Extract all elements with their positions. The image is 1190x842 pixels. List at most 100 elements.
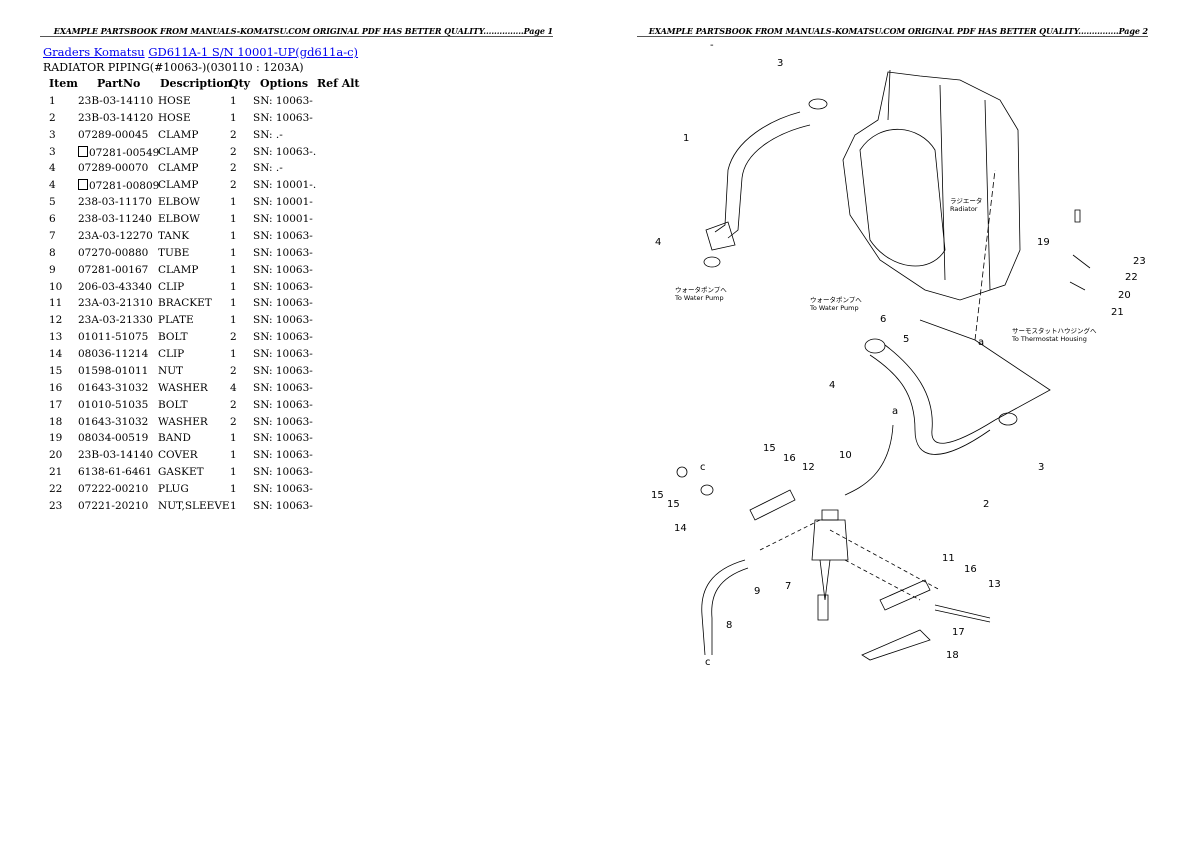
cell-opt: SN: 10063- — [253, 432, 313, 445]
cell-opt: SN: 10063- — [253, 398, 313, 411]
page-1-header: EXAMPLE PARTSBOOK FROM MANUALS-KOMATSU.C… — [40, 26, 553, 37]
cell-part: 08036-11214 — [78, 348, 149, 361]
cell-part: 01011-51075 — [78, 331, 149, 344]
cell-part: 6138-61-6461 — [78, 466, 152, 479]
cell-desc: NUT — [158, 364, 184, 377]
cell-qty: 2 — [230, 162, 237, 175]
callout-label: c — [705, 657, 711, 668]
cell-desc: GASKET — [158, 466, 204, 479]
cell-desc: BOLT — [158, 398, 188, 411]
cell-desc: BRACKET — [158, 297, 212, 310]
cell-part: 238-03-11240 — [78, 213, 152, 226]
cell-opt: SN: 10001-. — [253, 179, 317, 192]
cell-opt: SN: .- — [253, 128, 283, 141]
cell-qty: 1 — [230, 483, 237, 495]
cell-qty: 1 — [230, 466, 237, 479]
callout-label: 23 — [1133, 256, 1146, 267]
cell-item: 4 — [49, 162, 56, 175]
cell-opt: SN: 10063- — [253, 111, 313, 124]
column-header: PartNo — [97, 77, 141, 90]
cell-opt: SN: 10063- — [253, 95, 313, 107]
cell-part: 07289-00070 — [78, 162, 149, 175]
cell-desc: BOLT — [158, 331, 188, 344]
callout-label: 18 — [946, 650, 959, 661]
cell-part: 23A-03-21330 — [78, 314, 153, 327]
cell-desc: COVER — [158, 449, 198, 462]
cell-item: 11 — [49, 297, 63, 310]
cell-opt: SN: 10063- — [253, 297, 313, 310]
radiator-shape — [842, 71, 1021, 301]
cell-desc: PLATE — [158, 314, 194, 327]
column-header: Item — [49, 77, 78, 90]
cell-part: 01598-01011 — [78, 364, 149, 377]
cell-desc: CLIP — [158, 348, 185, 361]
cell-desc: HOSE — [158, 111, 191, 124]
cell-opt: SN: 10063- — [253, 280, 313, 293]
callout-label: 6 — [880, 314, 886, 325]
cell-desc: CLAMP — [158, 128, 199, 141]
cell-part: 07222-00210 — [78, 483, 149, 495]
cell-opt: SN: .- — [253, 162, 283, 175]
cell-opt: SN: 10063- — [253, 331, 313, 344]
cell-qty: 2 — [230, 415, 237, 428]
cell-desc: CLIP — [158, 280, 185, 293]
callout-label: 3 — [1038, 462, 1044, 473]
cell-qty: 1 — [230, 196, 237, 209]
cell-opt: SN: 10063- — [253, 449, 313, 462]
cell-item: 23 — [49, 499, 63, 512]
callout-label: c — [700, 462, 706, 473]
column-header: Options — [260, 77, 309, 90]
cell-qty: 1 — [230, 499, 237, 512]
callout-label: 16 — [964, 564, 977, 575]
cell-part: 23B-03-14120 — [78, 111, 154, 124]
cell-item: 9 — [49, 263, 56, 276]
page-2-header: EXAMPLE PARTSBOOK FROM MANUALS-KOMATSU.C… — [637, 26, 1148, 37]
cell-desc: WASHER — [158, 415, 208, 428]
cell-qty: 2 — [230, 179, 237, 192]
cell-opt: SN: 10063- — [253, 415, 313, 428]
cell-part: 07281-00809 — [78, 179, 159, 192]
cell-part: 23A-03-12270 — [78, 229, 153, 242]
cell-opt: SN: 10063- — [253, 348, 313, 361]
cell-desc: NUT,SLEEVE — [158, 499, 230, 512]
cell-item: 4 — [49, 179, 56, 192]
callout-label: 15 — [667, 499, 680, 510]
callout-label: 12 — [802, 462, 815, 473]
cell-item: 5 — [49, 196, 56, 209]
callout-label: 14 — [674, 523, 687, 534]
callout-label: 4 — [829, 380, 835, 391]
cell-qty: 1 — [230, 229, 237, 242]
page-title: RADIATOR PIPING(#10063-)(030110 : 1203A) — [43, 61, 304, 74]
cell-item: 22 — [49, 483, 63, 495]
callout-label: a — [978, 337, 984, 348]
cell-item: 6 — [49, 213, 56, 226]
cell-desc: BAND — [158, 432, 191, 445]
cell-desc: CLAMP — [158, 263, 199, 276]
diagram-note-jp: ウォータポンプへ — [675, 285, 727, 294]
cell-desc: TANK — [158, 229, 190, 242]
cell-part: 23B-03-14140 — [78, 449, 154, 462]
callout-label: 5 — [903, 334, 909, 345]
breadcrumb-category-link[interactable]: Graders Komatsu — [43, 45, 145, 59]
callout-label: 13 — [988, 579, 1001, 590]
callout-label: - — [710, 40, 714, 51]
cell-part: 08034-00519 — [78, 432, 149, 445]
cell-item: 18 — [49, 415, 63, 428]
cell-part: 01643-31032 — [78, 415, 149, 428]
callout-label: 21 — [1111, 307, 1124, 318]
cell-part: 238-03-11170 — [78, 196, 152, 209]
cell-opt: SN: 10063- — [253, 246, 313, 259]
breadcrumb-model-link[interactable]: GD611A-1 S/N 10001-UP(gd611a-c) — [148, 45, 359, 59]
cell-item: 12 — [49, 314, 63, 327]
hose-1-shape — [714, 111, 811, 239]
cell-part: 07221-20210 — [78, 499, 149, 512]
cell-part: 206-03-43340 — [78, 280, 152, 293]
cell-item: 16 — [49, 381, 63, 394]
cell-opt: SN: 10063- — [253, 314, 313, 327]
cell-qty: 1 — [230, 348, 237, 361]
cell-part: 07281-00167 — [78, 263, 149, 276]
cell-opt: SN: 10063- — [253, 499, 313, 512]
callout-label: 10 — [839, 450, 852, 461]
callout-label: 3 — [777, 58, 783, 69]
cell-desc: CLAMP — [158, 145, 199, 158]
